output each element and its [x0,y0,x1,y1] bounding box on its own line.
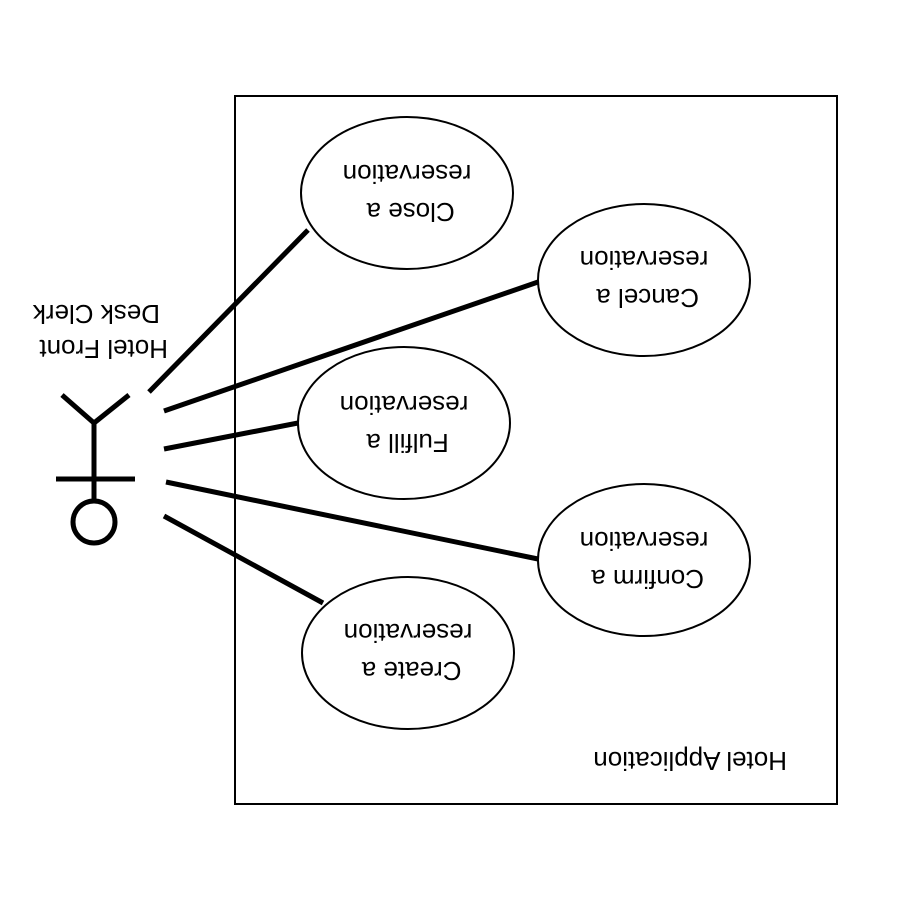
use-case-cancel-reservation[interactable]: Cancel a reservation [537,203,751,357]
use-case-label: Close a reservation [343,159,472,227]
use-case-label-line-1: Cancel a [596,283,699,313]
actor-right-leg [60,393,96,425]
use-case-ellipse [537,483,751,637]
use-case-label-line-2: reservation [344,618,473,648]
use-case-create-reservation[interactable]: Create a reservation [301,576,515,730]
actor-name-line-2: Desk Clerk [32,299,160,329]
use-case-confirm-reservation[interactable]: Confirm a reservation [537,483,751,637]
use-case-label-line-1: Create a [361,656,461,686]
use-case-label-line-2: reservation [343,159,472,189]
association-cancel [163,279,539,414]
use-case-label-line-1: Close a [366,197,455,227]
actor-name-line-1: Hotel Front [39,334,168,364]
use-case-ellipse [537,203,751,357]
system-boundary [234,95,838,805]
use-case-label-line-2: reservation [580,245,709,275]
use-case-label-line-2: reservation [580,526,709,556]
use-case-ellipse [297,346,511,500]
use-case-label: Create a reservation [344,618,473,686]
use-case-label-line-2: reservation [340,390,469,420]
use-case-label-line-1: Fulfill a [366,428,449,458]
use-case-fulfill-reservation[interactable]: Fulfill a reservation [297,346,511,500]
use-case-close-reservation[interactable]: Close a reservation [300,116,514,270]
actor-figure [56,393,135,546]
associations [147,228,539,606]
use-case-label: Confirm a reservation [580,526,709,594]
actor-left-leg [92,393,131,425]
use-case-ellipse [301,576,515,730]
system-boundary-label: Hotel Application [593,746,787,776]
use-case-ellipse [300,116,514,270]
use-case-label: Cancel a reservation [580,245,709,313]
association-create [162,513,325,606]
use-case-label-line-1: Confirm a [591,564,704,594]
use-case-label: Fulfill a reservation [340,390,469,458]
actor-head [70,498,118,546]
association-close [147,228,310,394]
association-confirm [165,479,539,562]
association-fulfill [163,420,299,452]
actor-name: Hotel Front Desk Clerk [32,299,168,364]
